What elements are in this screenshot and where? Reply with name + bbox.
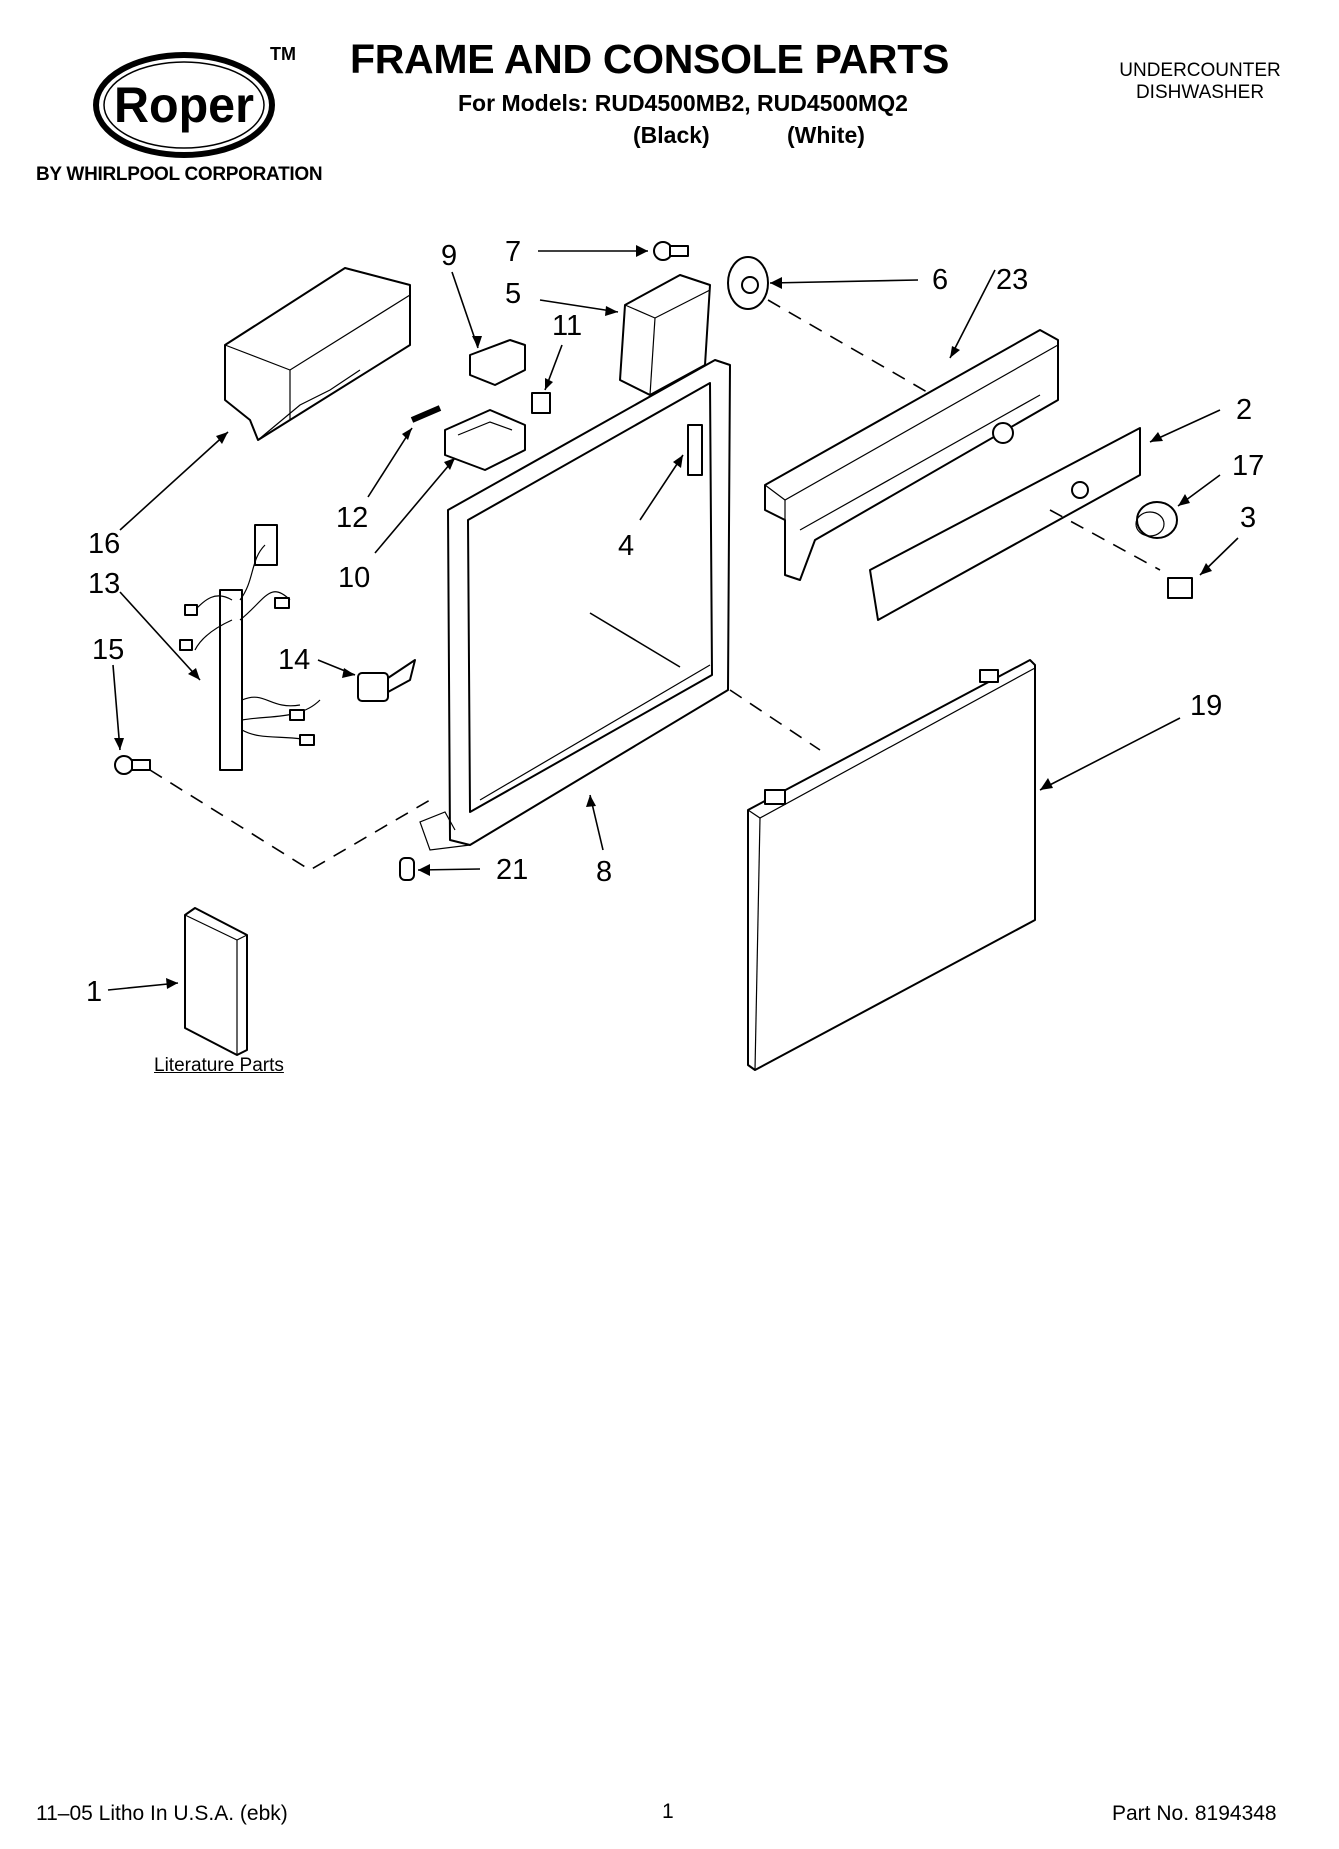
variant-white: (White) <box>787 122 865 148</box>
leader-2 <box>1149 409 1221 443</box>
callout-6: 6 <box>932 264 949 296</box>
leader-23 <box>949 269 996 359</box>
callout-16: 16 <box>88 528 121 560</box>
part-12-pin <box>410 405 442 423</box>
leader-13 <box>119 591 201 681</box>
product-line-2: DISHWASHER <box>1135 82 1265 103</box>
callout-7: 7 <box>505 236 522 268</box>
product-line-1: UNDERCOUNTER <box>1119 60 1281 81</box>
part-15-screw <box>114 755 151 775</box>
leader-15 <box>112 664 121 751</box>
guide-frame-door <box>729 689 821 751</box>
callout-5: 5 <box>505 278 522 310</box>
part-1-literature <box>184 907 248 1056</box>
callout-8: 8 <box>596 856 613 888</box>
leader-10 <box>374 457 456 554</box>
guide-15 <box>149 769 431 871</box>
part-2-panel <box>869 427 1141 621</box>
part-3-clip <box>1167 577 1193 599</box>
callout-4: 4 <box>618 530 635 562</box>
callout-23: 23 <box>996 264 1029 296</box>
part-10-housing <box>444 409 526 471</box>
callout-14: 14 <box>278 644 311 676</box>
guide-2 <box>1049 509 1161 571</box>
brand-name: Roper <box>114 77 254 133</box>
callout-9: 9 <box>441 240 458 272</box>
part-7-screw <box>653 241 689 261</box>
leader-19 <box>1039 717 1181 791</box>
part-16-cover <box>224 267 411 441</box>
models-line: For Models: RUD4500MB2, RUD4500MQ2 <box>458 90 908 116</box>
callout-11: 11 <box>552 310 583 342</box>
literature-parts-label: Literature Parts <box>154 1055 284 1076</box>
product-type: UNDERCOUNTER DISHWASHER <box>1100 60 1300 104</box>
leader-12 <box>367 427 413 498</box>
part-6-dial <box>727 256 769 310</box>
part-17-knob <box>1135 501 1178 539</box>
part-11 <box>531 392 551 414</box>
leader-4 <box>639 454 684 521</box>
callout-12: 12 <box>336 502 369 534</box>
leader-6 <box>769 279 919 284</box>
part-8-frame <box>419 359 731 851</box>
leader-5 <box>539 299 619 313</box>
brand-byline: BY WHIRLPOOL CORPORATION <box>36 164 323 185</box>
footer-part-number: Part No. 8194348 <box>1112 1802 1277 1825</box>
leader-9 <box>451 271 479 349</box>
callout-3: 3 <box>1240 502 1257 534</box>
brand-logo: Roper <box>92 50 282 160</box>
leader-1 <box>107 982 179 991</box>
variant-black: (Black) <box>633 122 710 148</box>
callout-1: 1 <box>86 976 103 1008</box>
footer-page-number: 1 <box>662 1800 674 1823</box>
callout-19: 19 <box>1190 690 1223 722</box>
part-14-switch <box>357 659 416 702</box>
callout-15: 15 <box>92 634 125 666</box>
callout-2: 2 <box>1236 394 1253 426</box>
brand-trademark: TM <box>270 44 296 64</box>
callout-17: 17 <box>1232 450 1265 482</box>
callout-13: 13 <box>88 568 121 600</box>
part-13-wire-harness <box>179 524 321 771</box>
part-21-clip <box>399 857 415 881</box>
part-19-door-panel <box>747 659 1036 1071</box>
leader-16 <box>119 431 229 531</box>
roper-logo-oval: Roper <box>93 52 275 158</box>
page-title: FRAME AND CONSOLE PARTS <box>350 36 949 82</box>
part-9-bracket <box>469 339 526 386</box>
callout-10: 10 <box>338 562 371 594</box>
part-23-console <box>764 329 1059 581</box>
callout-21: 21 <box>496 854 529 886</box>
footer-litho: 11–05 Litho In U.S.A. (ebk) <box>36 1802 288 1825</box>
